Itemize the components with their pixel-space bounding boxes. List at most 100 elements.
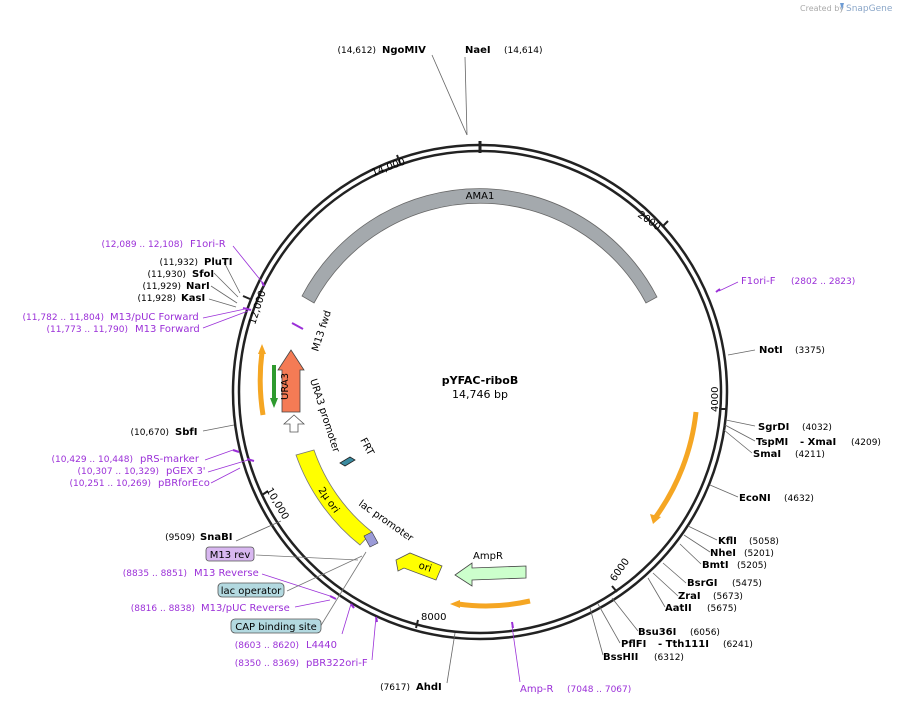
ura3-promoter-arrow xyxy=(282,414,306,433)
enzyme-pos: (7617) xyxy=(380,683,410,693)
cap-binding-site-box[interactable] xyxy=(230,618,322,634)
frt-feature[interactable] xyxy=(339,456,356,467)
primer-pos: (10,429 .. 10,448) xyxy=(52,455,133,465)
primer-label[interactable]: pGEX 3' xyxy=(166,466,206,477)
box-leader-lines xyxy=(255,551,367,628)
enzyme-label[interactable]: ZraI xyxy=(678,591,701,602)
tick-label: 6000 xyxy=(608,557,632,584)
enzyme-label[interactable]: - Tth111I xyxy=(658,639,709,650)
lac-operator-box[interactable] xyxy=(217,582,285,598)
enzyme-label[interactable]: TspMI xyxy=(756,437,788,448)
m13-rev-label: M13 rev xyxy=(210,550,251,561)
tick-label: 12,000 xyxy=(247,289,268,326)
enzyme-pos: (11,929) xyxy=(142,282,181,292)
enzyme-pos: (5058) xyxy=(749,537,779,547)
enzyme-label[interactable]: NgoMIV xyxy=(382,45,426,56)
enzyme-label[interactable]: KasI xyxy=(181,293,205,304)
enzyme-label[interactable]: SnaBI xyxy=(200,532,232,543)
enzyme-label[interactable]: EcoNI xyxy=(739,493,771,504)
frt-label: FRT xyxy=(357,436,376,458)
primer-pos: (8816 .. 8838) xyxy=(131,604,195,614)
enzyme-label[interactable]: BsrGI xyxy=(687,578,717,589)
enzyme-pos: (6056) xyxy=(690,628,720,638)
enzyme-label[interactable]: AatII xyxy=(665,603,692,614)
ama1-feature[interactable] xyxy=(301,188,658,304)
ori-label: ori xyxy=(417,560,433,574)
m13-fwd-label: M13 fwd xyxy=(310,309,334,353)
primer-label[interactable]: Amp-R xyxy=(520,684,554,695)
enzyme-pos: (4032) xyxy=(802,423,832,433)
orange-arc-left xyxy=(257,351,266,416)
enzyme-label[interactable]: SgrDI xyxy=(758,422,789,433)
enzyme-pos: (4209) xyxy=(851,438,881,448)
primer-label[interactable]: pRS-marker xyxy=(140,454,200,465)
enzyme-label[interactable]: - XmaI xyxy=(800,437,836,448)
tick-mark xyxy=(261,490,269,496)
enzyme-label[interactable]: NheI xyxy=(710,548,736,559)
primer-label[interactable]: M13 Reverse xyxy=(194,568,259,579)
brand-text: SnapGene xyxy=(846,4,893,14)
enzyme-label[interactable]: BssHII xyxy=(603,652,638,663)
primer-pos: (8835 .. 8851) xyxy=(123,569,187,579)
enzyme-label[interactable]: SbfI xyxy=(175,427,197,438)
m13-fwd-site xyxy=(291,322,304,330)
primer-label[interactable]: M13/pUC Forward xyxy=(110,312,199,323)
enzyme-pos: (5673) xyxy=(713,592,743,602)
tick-label: 14,000 xyxy=(370,157,407,179)
lac-promoter-site xyxy=(363,531,379,548)
enzyme-label[interactable]: AhdI xyxy=(416,682,442,693)
primer-label[interactable]: F1ori-R xyxy=(190,239,226,250)
primer-pos: (11,773 .. 11,790) xyxy=(47,325,128,335)
primer-label[interactable]: L4440 xyxy=(306,640,337,651)
primer-label[interactable]: M13/pUC Reverse xyxy=(201,603,290,614)
orange-arc-bottom xyxy=(457,598,531,609)
enzyme-pos: (5205) xyxy=(737,561,767,571)
ura3-promoter-label: URA3 promoter xyxy=(307,378,341,455)
ampr-feature[interactable] xyxy=(454,562,527,587)
ori-feature[interactable] xyxy=(395,552,443,581)
enzyme-pos: (5201) xyxy=(744,549,774,559)
lac-operator-label: lac operator xyxy=(221,586,282,597)
enzyme-pos: (11,928) xyxy=(137,294,176,304)
enzyme-label[interactable]: SfoI xyxy=(192,269,214,280)
enzyme-pos: (9509) xyxy=(165,533,195,543)
enzyme-pos: (4211) xyxy=(795,450,825,460)
ura3-label: URA3 xyxy=(280,373,291,400)
primer-pos: (11,782 .. 11,804) xyxy=(23,313,104,323)
ura3-feature[interactable] xyxy=(277,349,305,413)
primer-label[interactable]: pBRforEco xyxy=(158,478,210,489)
enzyme-label[interactable]: SmaI xyxy=(753,449,781,460)
enzyme-pos: (11,932) xyxy=(159,258,198,268)
enzyme-label[interactable]: Bsu36I xyxy=(638,627,676,638)
green-arrow-head xyxy=(270,398,278,408)
primer-site-markers xyxy=(232,281,721,629)
primer-label[interactable]: F1ori-F xyxy=(741,276,776,287)
enzyme-label[interactable]: PflFI xyxy=(621,639,646,650)
plasmid-size: 14,746 bp xyxy=(452,388,508,401)
primer-leader-lines xyxy=(202,245,739,683)
tick-mark xyxy=(611,585,618,593)
tick-mark xyxy=(242,295,251,300)
plasmid-name: pYFAC-riboB xyxy=(442,374,519,387)
enzyme-pos: (4632) xyxy=(784,494,814,504)
primer-pos: (7048 .. 7067) xyxy=(567,685,631,695)
primer-pos: (2802 .. 2823) xyxy=(791,277,855,287)
enzyme-label[interactable]: KflI xyxy=(718,536,737,547)
enzyme-label[interactable]: NarI xyxy=(186,281,210,292)
enzyme-pos: (14,614) xyxy=(504,46,543,56)
enzyme-label[interactable]: BmtI xyxy=(702,560,729,571)
m13-rev-box[interactable] xyxy=(205,546,255,562)
enzyme-label[interactable]: NotI xyxy=(759,345,783,356)
enzyme-pos: (6312) xyxy=(654,653,684,663)
primer-label[interactable]: M13 Forward xyxy=(135,324,200,335)
enzyme-label[interactable]: PluTI xyxy=(204,257,232,268)
primer-label[interactable]: pBR322ori-F xyxy=(306,658,368,669)
enzyme-pos: (5675) xyxy=(707,604,737,614)
tick-label: 8000 xyxy=(421,612,446,623)
created-by-text: Created by xyxy=(800,4,844,13)
enzyme-label[interactable]: NaeI xyxy=(465,45,491,56)
snapgene-logo-icon xyxy=(840,3,844,10)
orange-arrow-head xyxy=(450,600,460,608)
orange-arrow-head xyxy=(650,514,661,524)
